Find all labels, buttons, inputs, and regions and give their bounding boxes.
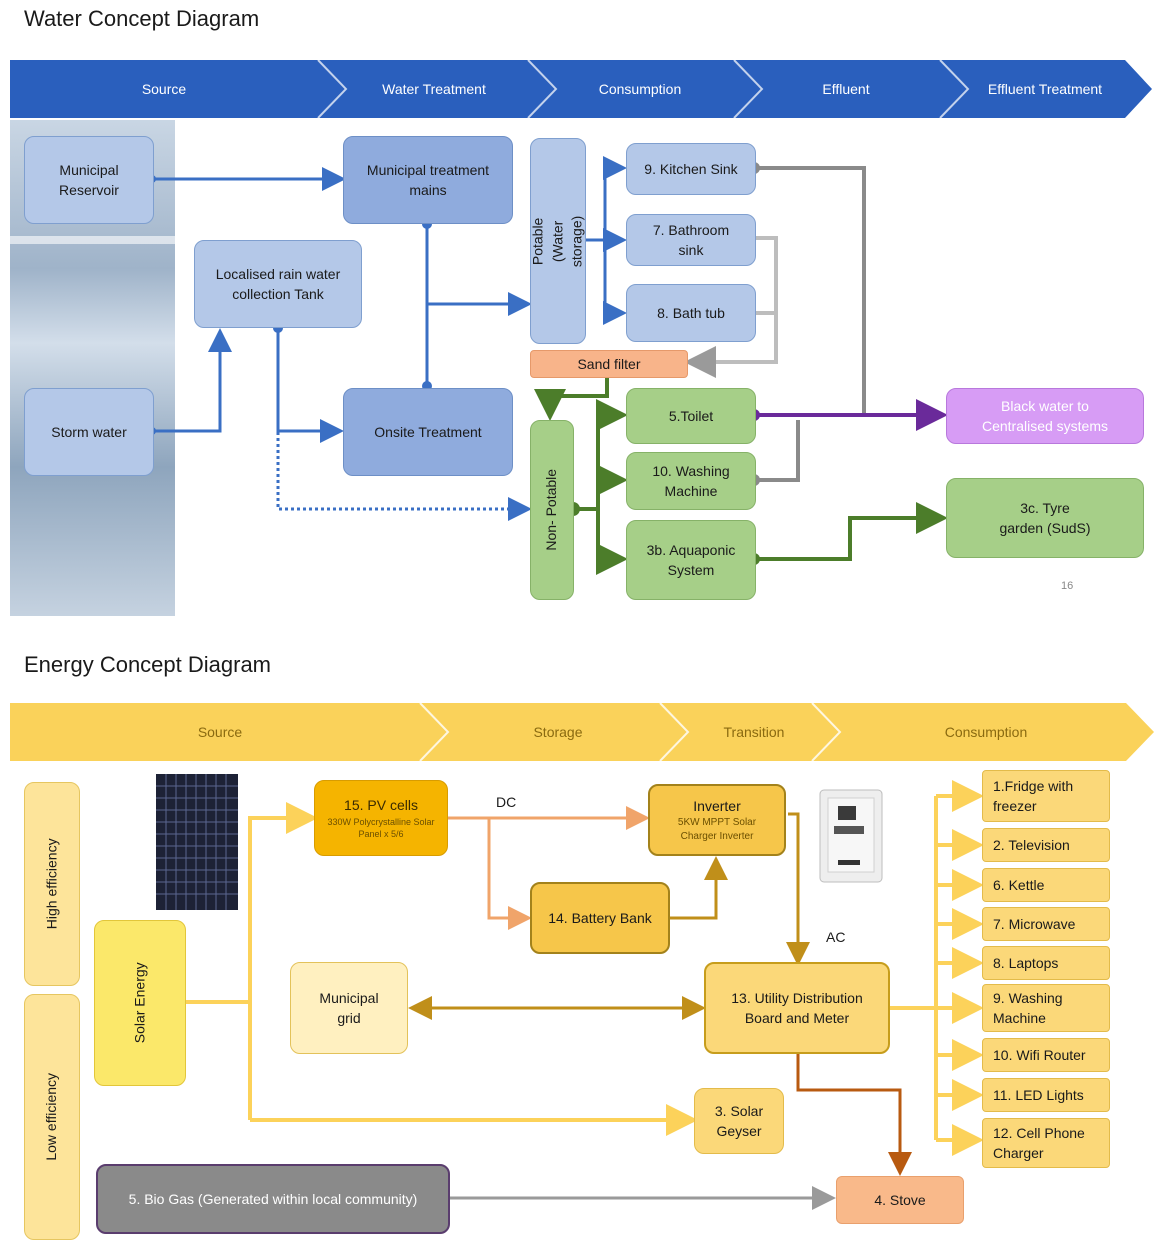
- water-stage-shape-effluent-treatment: [940, 60, 1152, 118]
- water-stage-shape-treatment: [318, 60, 556, 118]
- water-background-divider: [10, 236, 175, 244]
- consumer-fridge: 1.Fridge with freezer: [982, 770, 1110, 822]
- tyre-garden-node: 3c. Tyre garden (SudS): [946, 478, 1144, 558]
- energy-stage-shape-source: [10, 703, 448, 761]
- water-stage-shape-effluent: [734, 60, 968, 118]
- energy-stage-shape-transition: [660, 703, 840, 761]
- storm-water-node: Storm water: [24, 388, 154, 476]
- energy-stage-transition: Transition: [723, 724, 785, 740]
- inverter-title: Inverter: [693, 797, 741, 814]
- energy-diagram-title: Energy Concept Diagram: [24, 652, 272, 677]
- energy-stage-storage: Storage: [533, 724, 583, 740]
- washing-machine-water-node: 10. Washing Machine: [626, 452, 756, 510]
- battery-bank-node: 14. Battery Bank: [530, 882, 670, 954]
- non-potable-node: Non- Potable: [530, 420, 574, 600]
- consumer-microwave: 7. Microwave: [982, 907, 1110, 941]
- potable-storage-node: Potable (Water storage): [530, 138, 586, 344]
- aquaponic-node: 3b. Aquaponic System: [626, 520, 756, 600]
- toilet-node: 5.Toilet: [626, 388, 756, 444]
- energy-stage-shape-storage: [420, 703, 688, 761]
- sand-filter-node: Sand filter: [530, 350, 688, 378]
- distribution-board-node: 13. Utility Distribution Board and Meter: [704, 962, 890, 1054]
- consumer-television: 2. Television: [982, 828, 1110, 862]
- energy-stage-consumption: Consumption: [944, 724, 1028, 740]
- bio-gas-node: 5. Bio Gas (Generated within local commu…: [96, 1164, 450, 1234]
- bath-tub-node: 8. Bath tub: [626, 284, 756, 342]
- kitchen-sink-node: 9. Kitchen Sink: [626, 143, 756, 195]
- municipal-grid-node: Municipal grid: [290, 962, 408, 1054]
- bathroom-sink-node: 7. Bathroom sink: [626, 214, 756, 266]
- inverter-subtitle: 5KW MPPT Solar Charger Inverter: [677, 817, 757, 843]
- consumer-cell-phone-charger: 12. Cell Phone Charger: [982, 1118, 1110, 1168]
- ac-label: AC: [826, 929, 846, 945]
- stove-node: 4. Stove: [836, 1176, 964, 1224]
- low-efficiency-bar: Low efficiency: [24, 994, 80, 1240]
- energy-stage-shape-consumption: [812, 703, 1154, 761]
- black-water-node: Black water to Centralised systems: [946, 388, 1144, 444]
- solar-energy-label: Solar Energy: [131, 962, 148, 1044]
- solar-energy-node: Solar Energy: [94, 920, 186, 1086]
- pv-cells-node: 15. PV cells 330W Polycrystalline Solar …: [314, 780, 448, 856]
- water-stage-water-treatment: Water Treatment: [382, 81, 486, 97]
- water-stage-effluent-treatment: Effluent Treatment: [987, 81, 1103, 97]
- dc-label: DC: [496, 794, 517, 810]
- high-efficiency-bar: High efficiency: [24, 782, 80, 986]
- pv-cells-title: 15. PV cells: [344, 797, 418, 814]
- water-diagram-title: Water Concept Diagram: [24, 6, 260, 31]
- pv-cells-subtitle: 330W Polycrystalline Solar Panel x 5/6: [327, 816, 435, 840]
- page-number: 16: [1061, 580, 1074, 592]
- water-stage-effluent: Effluent: [822, 81, 870, 97]
- consumer-washing-machine: 9. Washing Machine: [982, 984, 1110, 1032]
- onsite-treatment-node: Onsite Treatment: [343, 388, 513, 476]
- consumer-laptops: 8. Laptops: [982, 946, 1110, 980]
- consumer-wifi-router: 10. Wifi Router: [982, 1038, 1110, 1072]
- solar-geyser-node: 3. Solar Geyser: [694, 1088, 784, 1154]
- energy-stage-source: Source: [197, 724, 243, 740]
- water-stage-source: Source: [141, 81, 187, 97]
- water-stage-shape-source: [10, 60, 346, 118]
- consumer-kettle: 6. Kettle: [982, 868, 1110, 902]
- municipal-reservoir-node: Municipal Reservoir: [24, 136, 154, 224]
- municipal-treatment-node: Municipal treatment mains: [343, 136, 513, 224]
- water-stage-consumption: Consumption: [598, 81, 682, 97]
- inverter-node: Inverter 5KW MPPT Solar Charger Inverter: [648, 784, 786, 856]
- rain-tank-node: Localised rain water collection Tank: [194, 240, 362, 328]
- consumer-led-lights: 11. LED Lights: [982, 1078, 1110, 1112]
- water-stage-shape-consumption: [528, 60, 762, 118]
